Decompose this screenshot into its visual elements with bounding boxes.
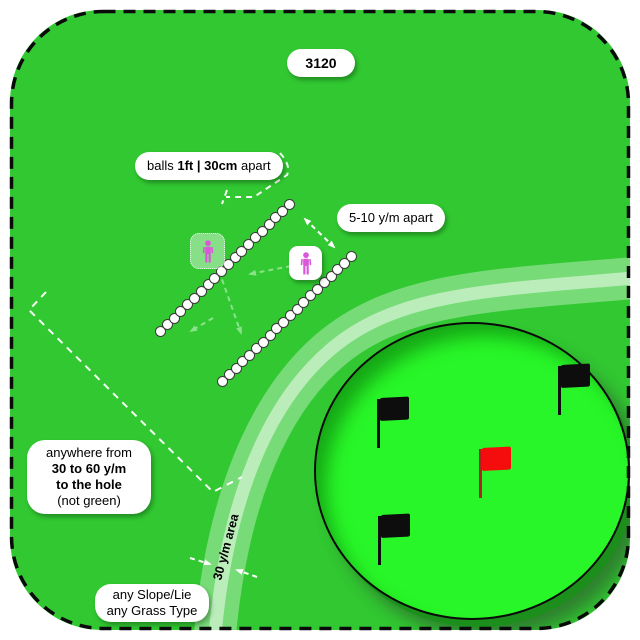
distance-line-3: to the hole — [56, 477, 122, 492]
flag-banner — [482, 446, 511, 471]
flag-banner — [561, 363, 590, 388]
player-icon-1 — [190, 233, 225, 269]
distance-note-box: anywhere from 30 to 60 y/m to the hole (… — [27, 440, 151, 514]
toss-arrow-1 — [248, 265, 292, 276]
ball-dot-row2 — [346, 251, 357, 262]
ball-dot-row1 — [284, 199, 295, 210]
conditions-line-1: any Slope/Lie — [112, 587, 192, 602]
flag-banner — [381, 513, 410, 538]
player-icon-2 — [289, 246, 322, 280]
band-width-arrow-left — [189, 557, 212, 566]
conditions-note-box: any Slope/Lie any Grass Type — [95, 584, 209, 622]
practice-field: 3120 balls 1ft | 30cm apart 5-10 y/m apa… — [10, 10, 630, 630]
drill-number-badge: 3120 — [287, 49, 355, 77]
distance-line-2: 30 to 60 y/m — [51, 461, 127, 476]
flag-banner — [380, 396, 409, 421]
ball-spacing-text-pre: balls — [147, 158, 178, 173]
toss-arrow-3 — [189, 317, 214, 333]
row-gap-label: 5-10 y/m apart — [337, 204, 445, 232]
band-width-arrow-right — [235, 569, 258, 578]
ball-spacing-label: balls 1ft | 30cm apart — [135, 152, 283, 180]
conditions-line-2: any Grass Type — [106, 603, 198, 618]
row-gap-arrow — [303, 217, 336, 249]
person-icon — [202, 239, 213, 262]
person-icon — [300, 251, 311, 274]
distance-line-4: (not green) — [57, 493, 121, 508]
distance-line-1: anywhere from — [46, 445, 132, 460]
toss-arrow-2 — [218, 270, 242, 335]
ball-spacing-text-bold: 1ft | 30cm — [177, 158, 238, 173]
guides-layer — [27, 152, 336, 578]
ball-spacing-text-post: apart — [237, 158, 271, 173]
